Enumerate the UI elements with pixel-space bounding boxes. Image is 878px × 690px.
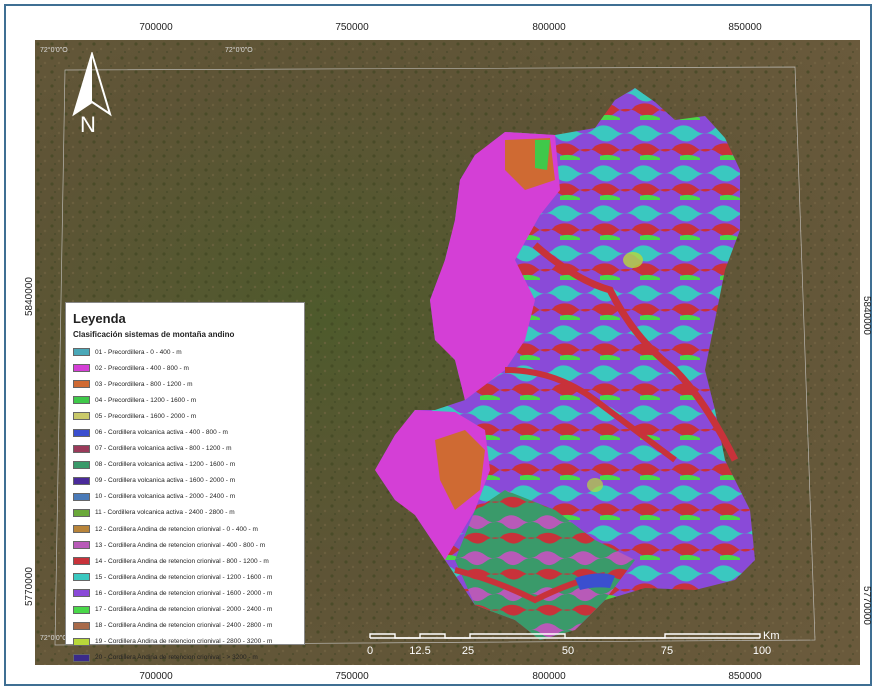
scale-bar: [369, 633, 761, 639]
legend-label: 03 - Precordillera - 800 - 1200 - m: [95, 380, 193, 388]
study-area: [375, 88, 755, 640]
legend-item: 13 - Cordillera Andina de retencion crio…: [73, 537, 298, 553]
legend-label: 07 - Cordillera volcanica activa - 800 -…: [95, 445, 232, 453]
tick-left-2: 5770000: [24, 567, 35, 606]
scale-label-0: 0: [366, 645, 374, 657]
legend-item: 01 - Precordillera - 0 - 400 - m: [73, 344, 298, 360]
legend-title: Leyenda: [73, 311, 126, 326]
tick-bottom-3: 800000: [532, 671, 566, 682]
tick-top-2: 750000: [335, 22, 369, 33]
legend-item: 06 - Cordillera volcanica activa - 400 -…: [73, 424, 298, 440]
legend-swatch: [73, 476, 90, 485]
tick-top-4: 850000: [728, 22, 762, 33]
legend-label: 08 - Cordillera volcanica activa - 1200 …: [95, 461, 236, 469]
legend-label: 19 - Cordillera Andina de retencion crio…: [95, 638, 273, 646]
tick-bottom-4: 850000: [728, 671, 762, 682]
legend-swatch: [73, 460, 90, 469]
scale-label-25: 25: [461, 645, 475, 657]
legend-label: 18 - Cordillera Andina de retencion crio…: [95, 622, 273, 630]
legend-label: 15 - Cordillera Andina de retencion crio…: [95, 573, 273, 581]
legend-item: 10 - Cordillera volcanica activa - 2000 …: [73, 489, 298, 505]
legend-swatch: [73, 621, 90, 630]
legend-swatch: [73, 508, 90, 517]
legend-swatch: [73, 396, 90, 405]
legend-swatch: [73, 348, 90, 357]
legend-swatch: [73, 541, 90, 550]
legend-label: 04 - Precordillera - 1200 - 1600 - m: [95, 396, 197, 404]
legend-item: 12 - Cordillera Andina de retencion crio…: [73, 521, 298, 537]
scale-unit: Km: [763, 630, 780, 642]
legend-label: 14 - Cordillera Andina de retencion crio…: [95, 557, 269, 565]
legend-label: 09 - Cordillera volcanica activa - 1600 …: [95, 477, 236, 485]
north-arrow-letter: N: [80, 112, 96, 137]
tick-bottom-2: 750000: [335, 671, 369, 682]
legend-item: 14 - Cordillera Andina de retencion crio…: [73, 553, 298, 569]
legend-item: 05 - Precordillera - 1600 - 2000 - m: [73, 408, 298, 424]
legend-item: 20 - Cordillera Andina de retencion crio…: [73, 650, 298, 666]
tick-right-1: 5840000: [861, 296, 872, 335]
svg-text:72°0'0"O: 72°0'0"O: [40, 634, 68, 642]
scale-label-12-5: 12.5: [409, 645, 431, 657]
legend-label: 13 - Cordillera Andina de retencion crio…: [95, 541, 266, 549]
legend-item: 15 - Cordillera Andina de retencion crio…: [73, 569, 298, 585]
legend-item: 09 - Cordillera volcanica activa - 1600 …: [73, 473, 298, 489]
legend-swatch: [73, 573, 90, 582]
legend-label: 17 - Cordillera Andina de retencion crio…: [95, 606, 273, 614]
legend-swatch: [73, 605, 90, 614]
legend-label: 11 - Cordillera volcanica activa - 2400 …: [95, 509, 235, 517]
legend-item: 03 - Precordillera - 800 - 1200 - m: [73, 376, 298, 392]
legend-label: 10 - Cordillera volcanica activa - 2000 …: [95, 493, 236, 501]
legend-item: 08 - Cordillera volcanica activa - 1200 …: [73, 457, 298, 473]
legend-label: 12 - Cordillera Andina de retencion crio…: [95, 525, 258, 533]
tick-bottom-1: 700000: [139, 671, 173, 682]
svg-text:72°0'0"O: 72°0'0"O: [225, 46, 253, 54]
legend-label: 02 - Precordillera - 400 - 800 - m: [95, 364, 189, 372]
legend-subtitle: Clasificación sistemas de montaña andino: [73, 330, 235, 339]
legend-label: 06 - Cordillera volcanica activa - 400 -…: [95, 429, 228, 437]
legend-swatch: [73, 557, 90, 566]
tick-right-2: 5770000: [861, 586, 872, 625]
tick-top-1: 700000: [139, 22, 173, 33]
legend-item: 18 - Cordillera Andina de retencion crio…: [73, 618, 298, 634]
tick-top-3: 800000: [532, 22, 566, 33]
legend-swatch: [73, 653, 90, 662]
legend-swatch: [73, 380, 90, 389]
tick-left-1: 5840000: [24, 277, 35, 316]
legend-item: 11 - Cordillera volcanica activa - 2400 …: [73, 505, 298, 521]
legend-swatch: [73, 444, 90, 453]
legend-item: 16 - Cordillera Andina de retencion crio…: [73, 585, 298, 601]
legend-item: 19 - Cordillera Andina de retencion crio…: [73, 634, 298, 650]
legend-item: 02 - Precordillera - 400 - 800 - m: [73, 360, 298, 376]
legend-item: 07 - Cordillera volcanica activa - 800 -…: [73, 441, 298, 457]
legend-label: 20 - Cordillera Andina de retencion crio…: [95, 654, 258, 662]
legend-item: 04 - Precordillera - 1200 - 1600 - m: [73, 392, 298, 408]
legend-swatch: [73, 364, 90, 373]
legend-item: 17 - Cordillera Andina de retencion crio…: [73, 602, 298, 618]
legend-items: 01 - Precordillera - 0 - 400 - m 02 - Pre…: [73, 344, 298, 666]
legend-label: 16 - Cordillera Andina de retencion crio…: [95, 589, 273, 597]
scale-label-100: 100: [752, 645, 772, 657]
legend-swatch: [73, 589, 90, 598]
legend-panel: Leyenda Clasificación sistemas de montañ…: [65, 302, 305, 662]
legend-label: 01 - Precordillera - 0 - 400 - m: [95, 348, 182, 356]
legend-swatch: [73, 525, 90, 534]
legend-swatch: [73, 492, 90, 501]
scale-label-50: 50: [561, 645, 575, 657]
svg-text:72°0'0"O: 72°0'0"O: [40, 46, 68, 54]
legend-swatch: [73, 637, 90, 646]
legend-swatch: [73, 412, 90, 421]
scale-label-75: 75: [660, 645, 674, 657]
legend-label: 05 - Precordillera - 1600 - 2000 - m: [95, 412, 197, 420]
north-arrow-icon: [72, 52, 112, 117]
legend-swatch: [73, 428, 90, 437]
